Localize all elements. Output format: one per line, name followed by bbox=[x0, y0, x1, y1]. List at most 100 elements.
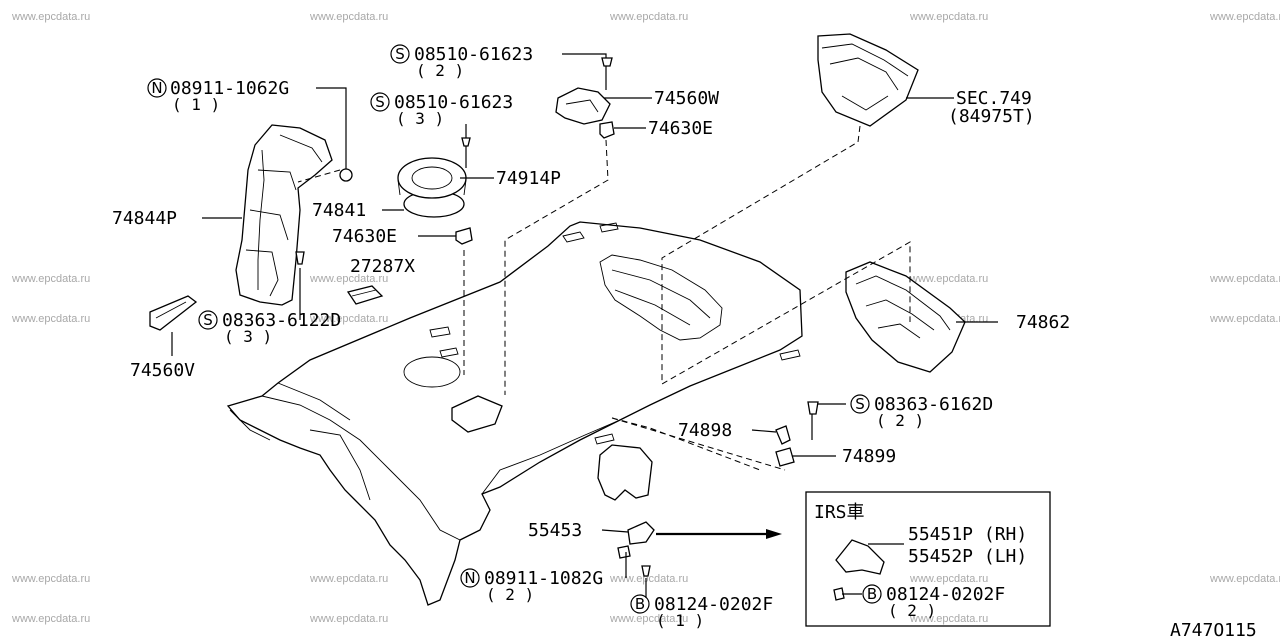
callout-qty: ( 1 ) bbox=[172, 95, 220, 114]
clip-74898-drawing bbox=[775, 401, 819, 467]
callout-27287x[interactable]: 27287X bbox=[350, 256, 415, 277]
callout-part: 74844P bbox=[112, 208, 177, 229]
callout-s-08510-61623-a[interactable]: S 08510-61623 ( 2 ) bbox=[390, 44, 533, 80]
callout-labels: N 08911-1062G ( 1 ) S 08510-61623 ( 2 ) … bbox=[112, 44, 1257, 640]
callout-part: 74914P bbox=[496, 168, 561, 189]
s-prefix-circle bbox=[850, 394, 870, 414]
callout-part: 55451P (RH) bbox=[908, 524, 1027, 545]
callout-prefix: N bbox=[151, 79, 162, 97]
callout-part: 74862 bbox=[1016, 312, 1070, 333]
callout-b-08124-0202f-b[interactable]: B 08124-0202F ( 2 ) bbox=[862, 584, 1005, 620]
callout-74914p[interactable]: 74914P bbox=[496, 168, 561, 189]
watermark: www.epcdata.ru bbox=[909, 11, 988, 23]
leader-lines bbox=[171, 53, 998, 598]
callout-74844p[interactable]: 74844P bbox=[112, 208, 177, 229]
inset-title: IRS車 bbox=[814, 502, 865, 523]
callout-prefix: N bbox=[464, 569, 475, 587]
callout-part: 55453 bbox=[528, 520, 582, 541]
dashed-guides bbox=[297, 125, 911, 471]
callout-s-08363-6162d[interactable]: S 08363-6162D ( 2 ) bbox=[850, 394, 993, 430]
callout-qty: ( 2 ) bbox=[416, 61, 464, 80]
callout-74630e-a[interactable]: 74630E bbox=[648, 118, 713, 139]
callout-74899[interactable]: 74899 bbox=[842, 446, 896, 467]
callout-part: 08124-0202F bbox=[654, 594, 773, 615]
watermark: www.epcdata.ru bbox=[309, 273, 388, 285]
callout-sec-749[interactable]: SEC.749 (84975T) bbox=[948, 88, 1035, 127]
callout-n-08911-1062g[interactable]: N 08911-1062G ( 1 ) bbox=[147, 78, 289, 114]
callout-s-08363-6122d[interactable]: S 08363-6122D ( 3 ) bbox=[198, 310, 341, 346]
n-prefix-circle bbox=[147, 78, 167, 98]
callout-part: 08911-1082G bbox=[484, 568, 603, 589]
callout-part: SEC.749 bbox=[956, 88, 1032, 109]
callout-s-08510-61623-b[interactable]: S 08510-61623 ( 3 ) bbox=[370, 92, 513, 128]
callout-part: 74560W bbox=[654, 88, 719, 109]
callout-prefix: B bbox=[635, 595, 645, 613]
callout-qty: ( 3 ) bbox=[224, 327, 272, 346]
watermark: www.epcdata.ru bbox=[1209, 273, 1280, 285]
callout-prefix: S bbox=[375, 93, 385, 111]
watermark: www.epcdata.ru bbox=[909, 573, 988, 585]
s-prefix-circle bbox=[198, 310, 218, 330]
b-prefix-circle bbox=[630, 594, 650, 614]
callout-74898[interactable]: 74898 bbox=[678, 420, 732, 441]
clip-74630e-drawing bbox=[455, 121, 615, 245]
s-prefix-circle bbox=[370, 92, 390, 112]
bracket-74560w-drawing bbox=[461, 57, 613, 147]
callout-part: 74841 bbox=[312, 200, 366, 221]
callout-74841[interactable]: 74841 bbox=[312, 200, 366, 221]
callout-74630e-b[interactable]: 74630E bbox=[332, 226, 397, 247]
rear-floor-panel-drawing bbox=[226, 221, 803, 606]
watermark: www.epcdata.ru bbox=[11, 273, 90, 285]
s-prefix-circle bbox=[390, 44, 410, 64]
watermark: www.epcdata.ru bbox=[11, 313, 90, 325]
watermark: www.epcdata.ru bbox=[909, 613, 988, 625]
bracket-74560v-drawing bbox=[149, 295, 198, 331]
callout-n-08911-1082g[interactable]: N 08911-1082G ( 2 ) bbox=[460, 568, 603, 604]
irs-inset-frame: IRS車 bbox=[805, 491, 1051, 627]
watermark: www.epcdata.ru bbox=[609, 613, 688, 625]
watermark: www.epcdata.ru bbox=[309, 313, 388, 325]
callout-55453[interactable]: 55453 bbox=[528, 520, 582, 541]
callout-part: 08124-0202F bbox=[886, 584, 1005, 605]
watermark: www.epcdata.ru bbox=[1209, 573, 1280, 585]
callout-74862[interactable]: 74862 bbox=[1016, 312, 1070, 333]
diagram-code: A747O115 bbox=[1170, 620, 1257, 640]
watermark: www.epcdata.ru bbox=[11, 613, 90, 625]
callout-55452p[interactable]: 55452P (LH) bbox=[908, 546, 1027, 567]
callout-b-08124-0202f-a[interactable]: B 08124-0202F ( 1 ) bbox=[630, 594, 773, 630]
speaker-cover-74914p-drawing bbox=[397, 157, 467, 218]
callout-part: 74630E bbox=[332, 226, 397, 247]
watermark: www.epcdata.ru bbox=[309, 573, 388, 585]
callout-prefix: S bbox=[395, 45, 405, 63]
n-prefix-circle bbox=[460, 568, 480, 588]
callout-qty: ( 2 ) bbox=[486, 585, 534, 604]
callout-55451p[interactable]: 55451P (RH) bbox=[908, 524, 1027, 545]
callout-part: 08911-1062G bbox=[170, 78, 289, 99]
callout-74560w[interactable]: 74560W bbox=[654, 88, 719, 109]
callout-part: 27287X bbox=[350, 256, 415, 277]
b-prefix-circle bbox=[862, 584, 882, 604]
callout-74560v[interactable]: 74560V bbox=[130, 360, 195, 381]
callout-part: 08363-6162D bbox=[874, 394, 993, 415]
callout-part: 74560V bbox=[130, 360, 195, 381]
watermark: www.epcdata.ru bbox=[1209, 313, 1280, 325]
callout-part: 08510-61623 bbox=[394, 92, 513, 113]
watermark: www.epcdata.ru bbox=[309, 613, 388, 625]
callout-part: 74898 bbox=[678, 420, 732, 441]
inset-arrow bbox=[656, 529, 782, 539]
bracket-55453-drawing bbox=[617, 521, 655, 577]
callout-part: 08510-61623 bbox=[414, 44, 533, 65]
callout-part: 74630E bbox=[648, 118, 713, 139]
watermark: www.epcdata.ru bbox=[309, 11, 388, 23]
callout-qty: ( 3 ) bbox=[396, 109, 444, 128]
tray-74862-drawing bbox=[845, 261, 966, 373]
watermark: www.epcdata.ru bbox=[609, 11, 688, 23]
callout-qty: (84975T) bbox=[948, 106, 1035, 127]
callout-part: 55452P (LH) bbox=[908, 546, 1027, 567]
duct-74844p-drawing bbox=[235, 124, 333, 306]
callout-part: 08363-6122D bbox=[222, 310, 341, 331]
watermark: www.epcdata.ru bbox=[909, 273, 988, 285]
callout-qty: ( 2 ) bbox=[888, 601, 936, 620]
callout-qty: ( 1 ) bbox=[656, 611, 704, 630]
